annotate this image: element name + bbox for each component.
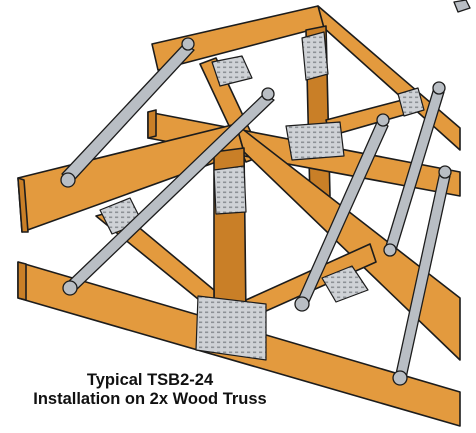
caption-line-2: Installation on 2x Wood Truss — [33, 390, 267, 408]
truss-plate-icon — [213, 165, 247, 215]
caption-line-1: Typical TSB2-24 — [86, 371, 214, 389]
truss-plate-icon — [195, 295, 267, 361]
truss-spacer-brace-icon — [453, 0, 471, 13]
truss-plate-icon — [211, 55, 253, 87]
truss-plate-icon — [321, 265, 369, 303]
back-right-top-chord — [317, 5, 461, 151]
truss-plate-icon — [301, 31, 329, 81]
figure-caption: Typical TSB2-24 Installation on 2x Wood … — [0, 371, 300, 409]
front-right-top-chord — [235, 123, 461, 361]
truss-plate-icon — [285, 121, 345, 161]
spacer-braces — [60, 0, 471, 386]
truss-plate-icon — [397, 87, 425, 117]
truss-plates — [99, 31, 425, 361]
